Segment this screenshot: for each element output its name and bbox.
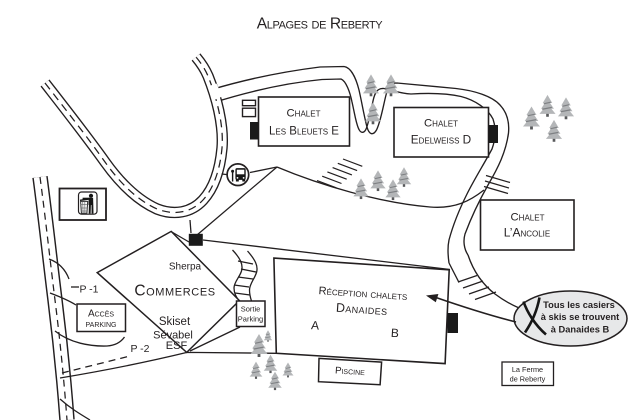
svg-text:Skiset: Skiset	[159, 316, 191, 328]
svg-text:Tous les casiers: Tous les casiers	[543, 300, 615, 310]
svg-text:Parking: Parking	[238, 315, 263, 324]
svg-text:Sortie: Sortie	[241, 305, 261, 314]
svg-text:de Reberty: de Reberty	[510, 374, 546, 383]
svg-text:Accès: Accès	[88, 309, 114, 320]
svg-text:à skis se trouvent: à skis se trouvent	[541, 312, 620, 322]
svg-text:Alpages de Reberty: Alpages de Reberty	[257, 16, 383, 33]
svg-text:P -1: P -1	[79, 284, 98, 296]
svg-text:B: B	[390, 326, 399, 341]
svg-text:Sherpa: Sherpa	[169, 262, 202, 273]
svg-text:L’Ancolie: L’Ancolie	[504, 226, 550, 240]
svg-text:Sévabel: Sévabel	[153, 330, 193, 342]
svg-text:Chalet: Chalet	[287, 108, 321, 120]
svg-text:Réception chalets: Réception chalets	[318, 285, 407, 303]
svg-text:A: A	[311, 318, 320, 333]
svg-text:Danaides: Danaides	[335, 301, 388, 318]
svg-text:Piscine: Piscine	[335, 365, 366, 378]
svg-text:P -2: P -2	[130, 343, 149, 355]
svg-text:Chalet: Chalet	[511, 211, 545, 223]
svg-text:ESF: ESF	[166, 340, 188, 352]
svg-text:Edelweiss D: Edelweiss D	[411, 133, 471, 147]
svg-text:Les Bleuets E: Les Bleuets E	[269, 126, 339, 138]
svg-text:à Danaides B: à Danaides B	[551, 324, 610, 334]
svg-text:parking: parking	[86, 319, 117, 330]
svg-text:La Ferme: La Ferme	[512, 365, 543, 374]
svg-text:Commerces: Commerces	[134, 283, 215, 300]
svg-text:Chalet: Chalet	[424, 117, 458, 129]
